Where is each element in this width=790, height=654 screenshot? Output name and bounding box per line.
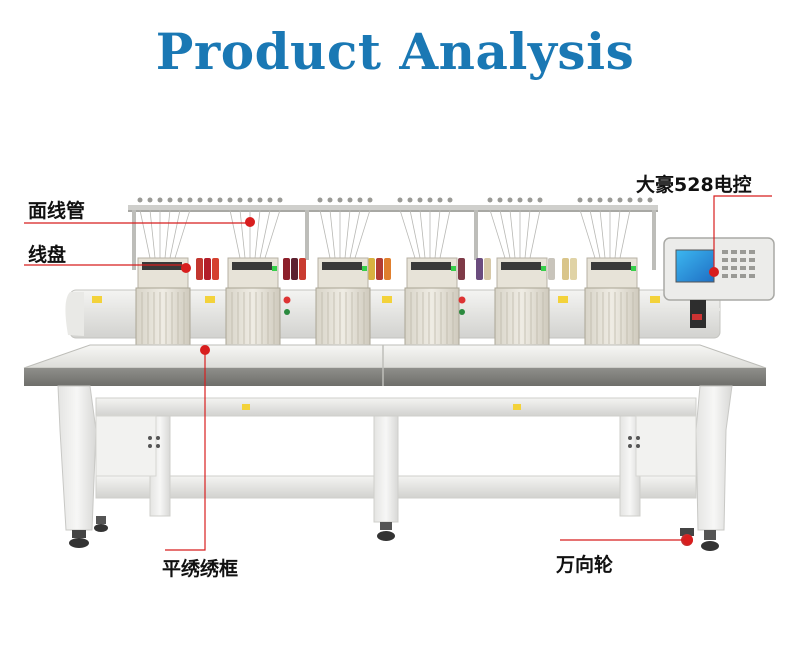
thread-tubes <box>139 209 631 259</box>
beam-stickers <box>92 296 660 315</box>
thread-cones <box>196 258 577 280</box>
thread-rack <box>128 197 658 270</box>
callout-controller: 大豪528电控 <box>636 174 752 196</box>
page-title: Product Analysis <box>155 22 635 81</box>
callouts <box>24 195 772 551</box>
table-top <box>23 344 767 369</box>
embroidery-heads <box>135 257 640 347</box>
control-panel <box>663 237 775 328</box>
callout-flat-frame: 平绣绣框 <box>162 558 239 580</box>
callout-thread-tube: 面线管 <box>28 200 86 222</box>
table-frame <box>57 385 733 531</box>
callout-caster: 万向轮 <box>556 554 614 576</box>
callout-bobbin: 线盘 <box>28 244 67 266</box>
